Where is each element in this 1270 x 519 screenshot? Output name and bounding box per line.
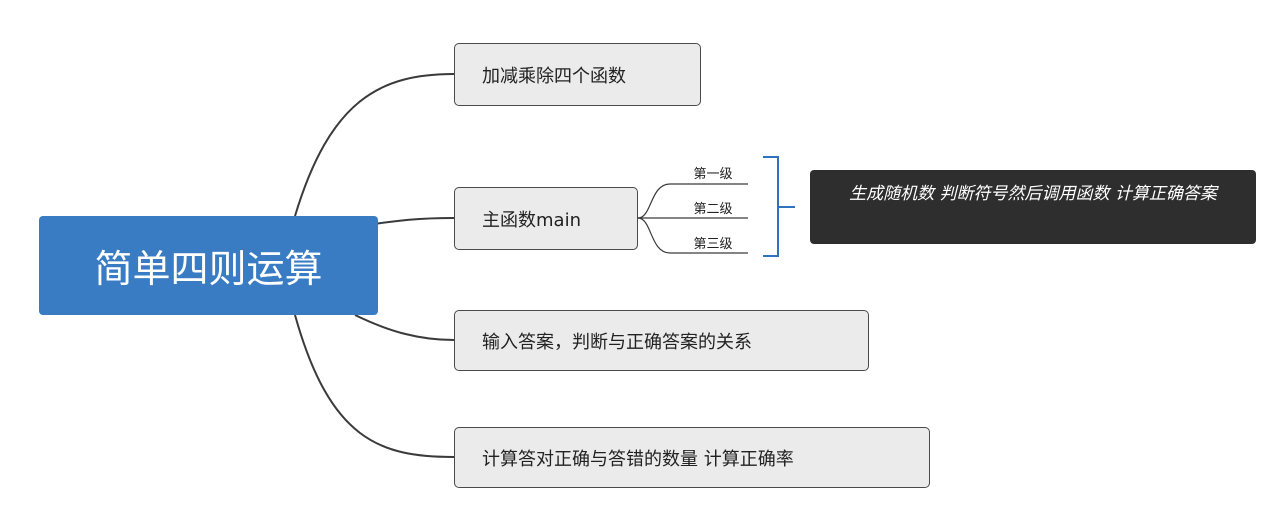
branch-count-accuracy[interactable]: 计算答对正确与答错的数量 计算正确率 bbox=[454, 427, 930, 488]
link-main-sub-1 bbox=[637, 183, 748, 219]
link-root-branch-3 bbox=[354, 314, 455, 341]
branch-main[interactable]: 主函数main bbox=[454, 187, 638, 250]
subtopic-level-3[interactable]: 第三级 bbox=[693, 237, 733, 252]
subtopic-level-1[interactable]: 第一级 bbox=[693, 167, 733, 182]
summary-note-label: 生成随机数 判断符号然后调用函数 计算正确答案 bbox=[849, 184, 1217, 204]
branch-label: 输入答案，判断与正确答案的关系 bbox=[482, 331, 752, 353]
branch-functions[interactable]: 加减乘除四个函数 bbox=[454, 43, 701, 106]
link-root-branch-1 bbox=[294, 73, 455, 217]
branch-label: 计算答对正确与答错的数量 计算正确率 bbox=[482, 448, 794, 470]
subtopic-level-2[interactable]: 第二级 bbox=[693, 202, 733, 217]
root-topic[interactable]: 简单四则运算 bbox=[39, 216, 378, 315]
link-root-branch-4 bbox=[294, 314, 455, 458]
branch-label: 主函数main bbox=[482, 209, 581, 231]
branch-label: 加减乘除四个函数 bbox=[482, 65, 626, 87]
branch-input-answer[interactable]: 输入答案，判断与正确答案的关系 bbox=[454, 310, 869, 371]
summary-note[interactable]: 生成随机数 判断符号然后调用函数 计算正确答案 bbox=[810, 170, 1256, 244]
bracket bbox=[763, 156, 795, 257]
link-main-sub-3 bbox=[637, 217, 748, 254]
root-topic-label: 简单四则运算 bbox=[94, 247, 323, 291]
